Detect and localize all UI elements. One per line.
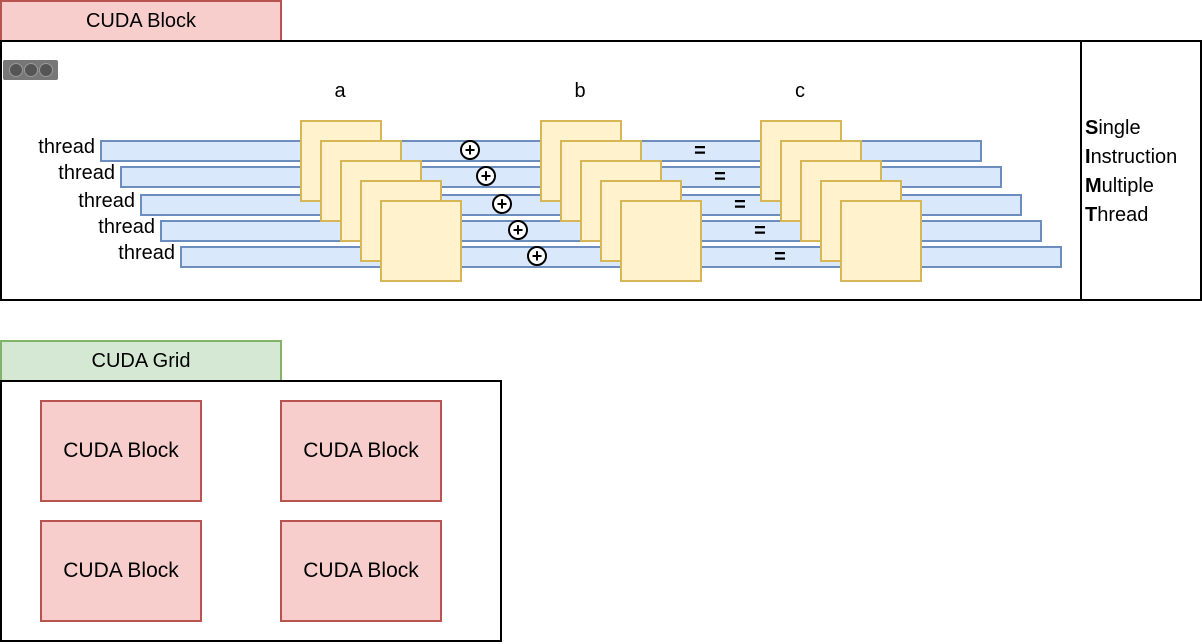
grid-block-label: CUDA Block	[63, 439, 179, 462]
column-label-c: c	[795, 80, 805, 102]
equals-operator: =	[694, 140, 706, 162]
plus-operator-icon: +	[492, 194, 512, 214]
data-element-b	[620, 200, 702, 282]
fan-icon	[23, 63, 38, 77]
cuda-block-title-text: CUDA Block	[85, 9, 197, 32]
simt-acronym: Single Instruction Multiple Thread	[1085, 114, 1200, 230]
cuda-block-title: CUDA Block	[0, 0, 282, 42]
grid-block-label: CUDA Block	[303, 439, 419, 462]
equals-operator: =	[774, 246, 786, 268]
gpu-card-icon	[3, 60, 58, 80]
grid-block-0-1: CUDA Block	[280, 400, 442, 502]
plus-operator-icon: +	[476, 166, 496, 186]
fan-icon	[38, 63, 53, 77]
column-label-a: a	[334, 80, 346, 102]
thread-label: thread	[78, 190, 135, 212]
simt-line-single: Single	[1085, 117, 1141, 139]
cuda-grid-title: CUDA Grid	[0, 340, 282, 382]
equals-operator: =	[734, 194, 746, 216]
simt-line-instruction: Instruction	[1085, 146, 1178, 168]
simt-line-multiple: Multiple	[1085, 175, 1154, 197]
equals-operator: =	[754, 220, 766, 242]
thread-label: thread	[38, 136, 95, 158]
thread-label: thread	[98, 216, 155, 238]
plus-operator-icon: +	[460, 140, 480, 160]
simt-frame	[1080, 40, 1202, 301]
data-element-a	[380, 200, 462, 282]
equals-operator: =	[714, 166, 726, 188]
grid-block-label: CUDA Block	[63, 559, 179, 582]
grid-block-0-0: CUDA Block	[40, 400, 202, 502]
cuda-grid-frame	[0, 380, 502, 642]
cuda-grid-title-text: CUDA Grid	[91, 349, 191, 372]
plus-operator-icon: +	[527, 246, 547, 266]
thread-label: thread	[118, 242, 175, 264]
thread-label: thread	[58, 162, 115, 184]
grid-block-1-1: CUDA Block	[280, 520, 442, 622]
data-element-c	[840, 200, 922, 282]
grid-block-label: CUDA Block	[303, 559, 419, 582]
plus-operator-icon: +	[508, 220, 528, 240]
grid-block-1-0: CUDA Block	[40, 520, 202, 622]
fan-icon	[8, 63, 23, 77]
simt-line-thread: Thread	[1085, 204, 1149, 226]
column-label-b: b	[574, 80, 586, 102]
